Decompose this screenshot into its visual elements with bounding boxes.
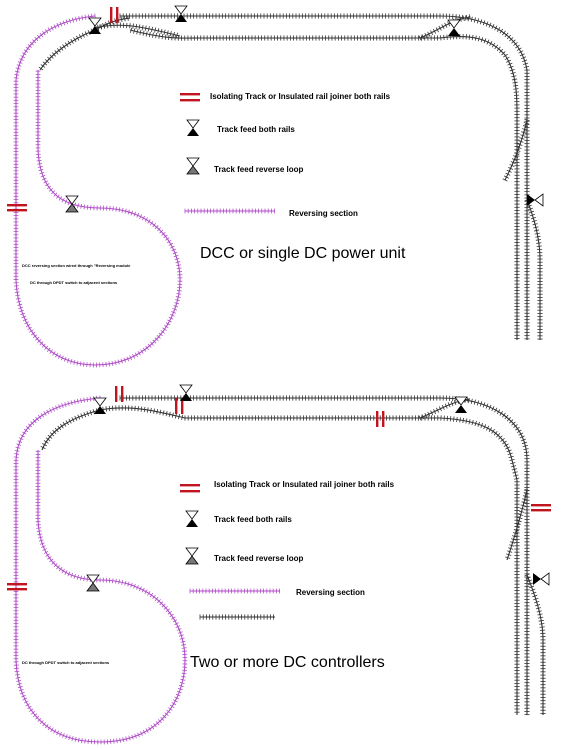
track-feed-both-icon [454, 396, 468, 413]
isolating-joiner-icon [7, 583, 27, 591]
track-feed-both-icon [533, 572, 550, 586]
legend-isolating-label: Isolating Track or Insulated rail joiner… [210, 92, 391, 101]
legend-isolating-label-b: Isolating Track or Insulated rail joiner… [214, 480, 395, 489]
main-line-inner-b [184, 415, 520, 715]
note-top-2: DC through DPDT switch to adjacent secti… [30, 280, 118, 285]
track-feed-both-icon [88, 17, 102, 34]
spur-b [199, 614, 275, 620]
legend-isolating-icon [180, 484, 200, 493]
legend-isolating-icon [180, 93, 200, 102]
isolating-joiner-icon [115, 386, 124, 402]
isolating-joiner-icon [175, 398, 184, 414]
diagram-bottom [7, 384, 551, 745]
siding-right-lower [524, 198, 543, 340]
legend-feed-both-label: Track feed both rails [217, 125, 295, 134]
legend-reversing-label: Reversing section [289, 209, 358, 218]
legend-feed-reverse-icon [185, 547, 199, 565]
reversing-loop-bottom [13, 395, 188, 745]
track-feed-reverse-icon [65, 195, 79, 213]
isolating-joiner-icon [110, 7, 119, 23]
legend-reversing-icon [184, 208, 276, 214]
main-line-outer-b [119, 395, 530, 716]
siding-right-lower-b [524, 573, 546, 715]
legend-feed-both-icon [185, 510, 199, 527]
track-feed-both-icon [174, 5, 188, 22]
isolating-joiner-icon [376, 411, 385, 427]
legend-feed-reverse-label: Track feed reverse loop [214, 165, 304, 174]
diagram-title-top: DCC or single DC power unit [200, 245, 406, 262]
left-branch [38, 27, 97, 71]
legend-reversing-label-b: Reversing section [296, 588, 365, 597]
legend-feed-both-icon [186, 119, 200, 136]
track-feed-both-icon [447, 19, 461, 36]
isolating-joiner-icon [7, 204, 27, 212]
track-feed-reverse-icon [86, 574, 100, 592]
note-top-1: DCC reversing section wired through "Rev… [22, 263, 131, 268]
legend-reversing-icon [189, 588, 281, 594]
isolating-joiner-icon [531, 504, 551, 512]
crossover-top-left [94, 22, 181, 38]
legend-feed-reverse-icon [186, 157, 200, 175]
main-line-inner [93, 15, 520, 340]
track-feed-both-icon [179, 384, 193, 401]
left-branch-b [40, 407, 102, 451]
reversing-loop-top [13, 13, 183, 368]
siding-right-b [505, 489, 530, 561]
siding-right [502, 119, 530, 182]
note-bottom-1: DC through DPDT switch to adjacent secti… [22, 660, 110, 665]
legend-feed-both-label-b: Track feed both rails [214, 515, 292, 524]
track-feed-both-icon [527, 193, 544, 207]
legend-feed-reverse-label-b: Track feed reverse loop [214, 554, 304, 563]
crossover-top-left-b [99, 405, 186, 420]
diagram-top [7, 5, 544, 368]
track-feed-both-icon [93, 397, 107, 414]
diagram-title-bottom: Two or more DC controllers [190, 654, 385, 671]
